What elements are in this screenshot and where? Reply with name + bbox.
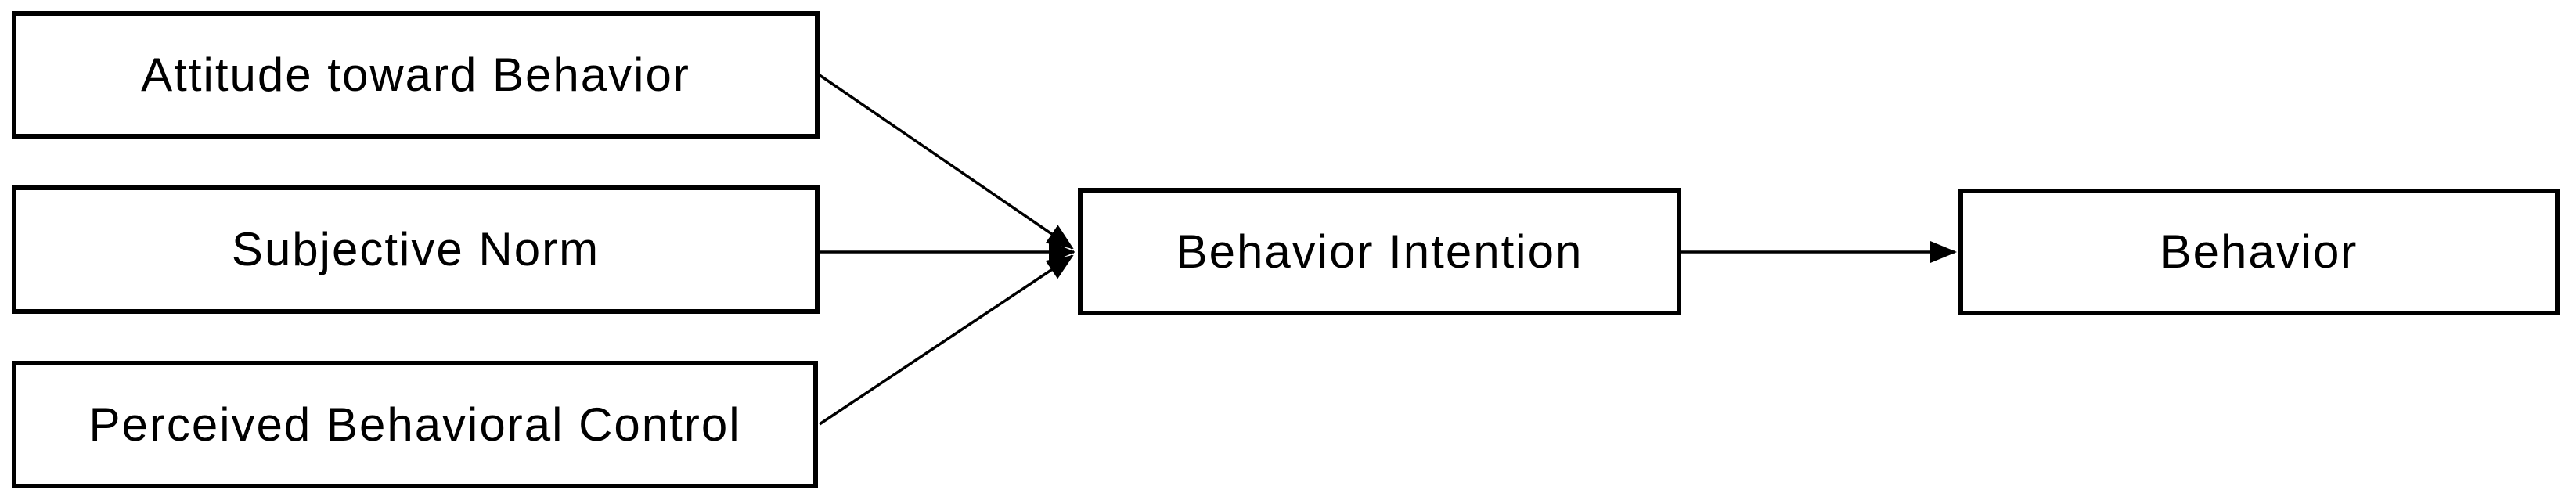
arrow-perceived-to-intention bbox=[819, 254, 1074, 426]
node-label: Behavior Intention bbox=[1176, 225, 1583, 278]
node-label: Attitude toward Behavior bbox=[141, 48, 690, 101]
node-label: Behavior bbox=[2160, 225, 2358, 278]
node-subjective-norm: Subjective Norm bbox=[12, 185, 820, 314]
node-attitude-toward-behavior: Attitude toward Behavior bbox=[12, 11, 820, 139]
node-behavior-intention: Behavior Intention bbox=[1078, 188, 1681, 315]
node-behavior: Behavior bbox=[1958, 189, 2560, 315]
node-label: Perceived Behavioral Control bbox=[88, 398, 741, 451]
node-label: Subjective Norm bbox=[231, 223, 600, 275]
node-perceived-behavioral-control: Perceived Behavioral Control bbox=[12, 361, 818, 488]
arrow-attitude-to-intention bbox=[819, 74, 1074, 250]
